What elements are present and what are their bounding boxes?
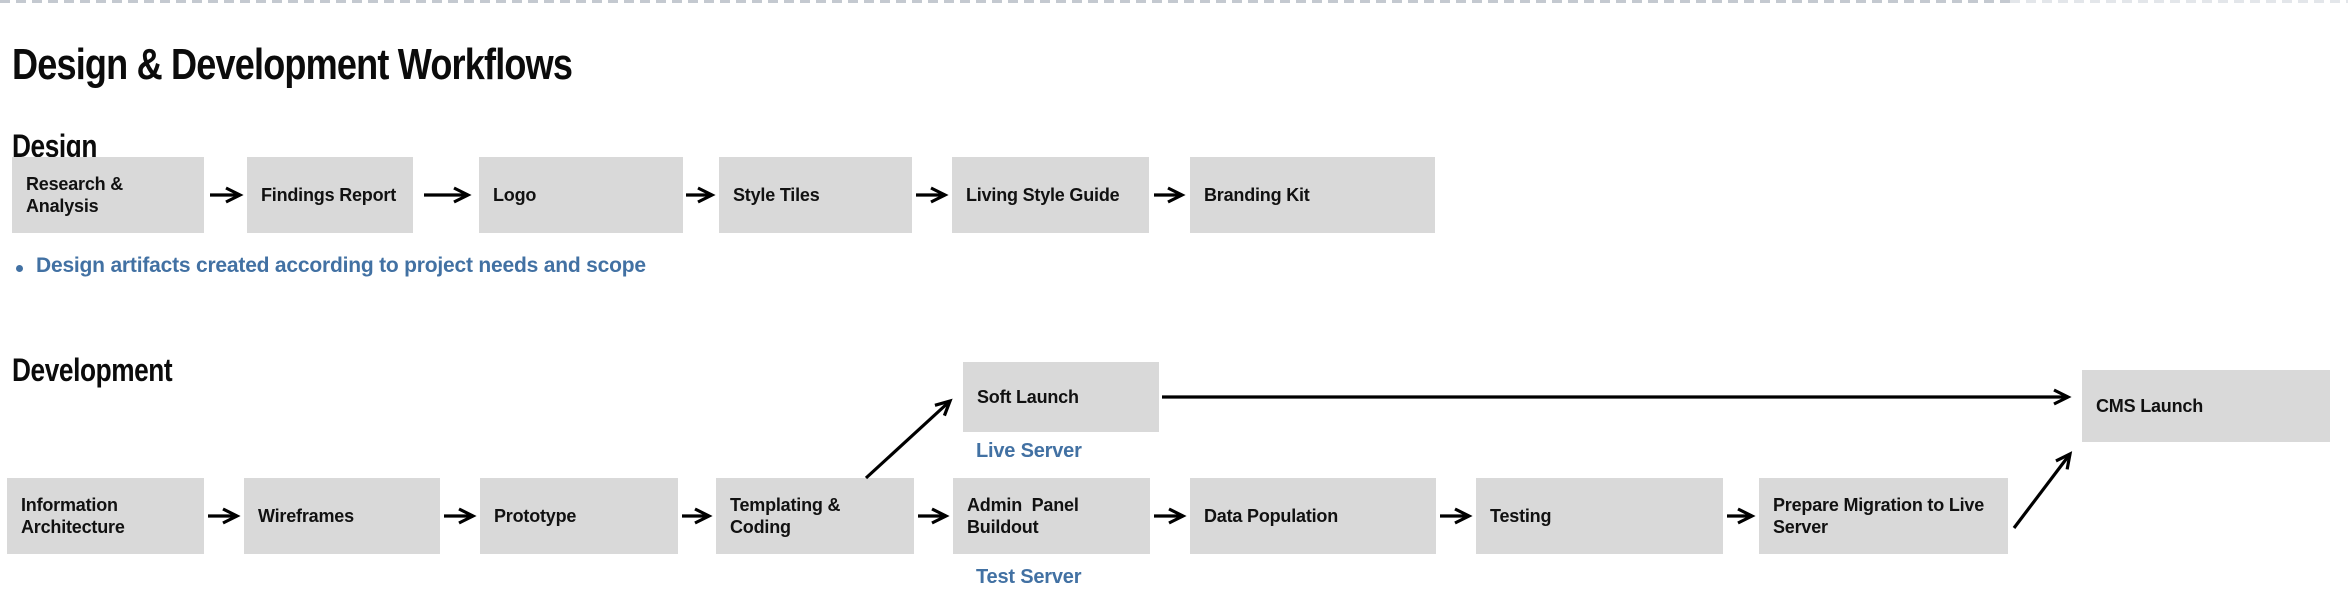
flow-step-branding-kit: Branding Kit xyxy=(1190,157,1435,233)
flow-step-label: Information Architecture xyxy=(21,494,125,538)
flow-step-label: Soft Launch xyxy=(977,386,1079,407)
flow-step-templating-coding: Templating & Coding xyxy=(716,478,914,554)
flow-step-cms-launch: CMS Launch xyxy=(2082,370,2330,442)
arrow-migration-to-cms xyxy=(2012,451,2073,529)
page-title-text: Design & Development Workflows xyxy=(12,40,573,90)
flow-step-label: Findings Report xyxy=(261,184,396,205)
flow-step-data-population: Data Population xyxy=(1190,478,1436,554)
flow-step-findings-report: Findings Report xyxy=(247,157,413,233)
live-server-label: Live Server xyxy=(976,440,1082,462)
flow-step-label: Wireframes xyxy=(258,505,354,526)
flow-step-testing: Testing xyxy=(1476,478,1723,554)
flow-step-information-architecture: Information Architecture xyxy=(7,478,204,554)
flow-step-research-analysis: Research & Analysis xyxy=(12,157,204,233)
flow-step-label: Admin Panel Buildout xyxy=(967,494,1084,538)
flow-step-label: Research & Analysis xyxy=(26,173,128,217)
flow-step-label: Living Style Guide xyxy=(966,184,1120,205)
flow-step-style-tiles: Style Tiles xyxy=(719,157,912,233)
flow-step-soft-launch: Soft Launch xyxy=(963,362,1159,432)
flow-step-label: Style Tiles xyxy=(733,184,820,205)
design-section-heading: Design xyxy=(12,127,98,164)
bullet-icon xyxy=(16,265,23,272)
flow-step-logo: Logo xyxy=(479,157,683,233)
flow-step-label: Testing xyxy=(1490,505,1552,526)
flow-step-prepare-migration: Prepare Migration to Live Server xyxy=(1759,478,2008,554)
arrow-templating-to-soft-launch xyxy=(864,398,953,480)
flow-step-prototype: Prototype xyxy=(480,478,678,554)
flow-step-admin-panel-buildout: Admin Panel Buildout xyxy=(953,478,1150,554)
test-server-label: Test Server xyxy=(976,566,1082,588)
flow-step-living-style-guide: Living Style Guide xyxy=(952,157,1149,233)
flow-step-label: Logo xyxy=(493,184,537,205)
top-dotted-rule-faint xyxy=(2010,0,2348,3)
page-title: Design & Development Workflows xyxy=(12,42,695,88)
development-section-heading: Development xyxy=(12,351,173,388)
design-note: Design artifacts created according to pr… xyxy=(36,254,646,277)
flow-step-wireframes: Wireframes xyxy=(244,478,440,554)
flow-step-label: CMS Launch xyxy=(2096,395,2204,416)
flow-step-label: Branding Kit xyxy=(1204,184,1310,205)
flow-step-label: Prototype xyxy=(494,505,577,526)
flow-step-label: Prepare Migration to Live Server xyxy=(1773,494,1989,538)
top-dotted-rule xyxy=(0,0,2010,3)
flow-step-label: Templating & Coding xyxy=(730,494,846,538)
flow-step-label: Data Population xyxy=(1204,505,1339,526)
